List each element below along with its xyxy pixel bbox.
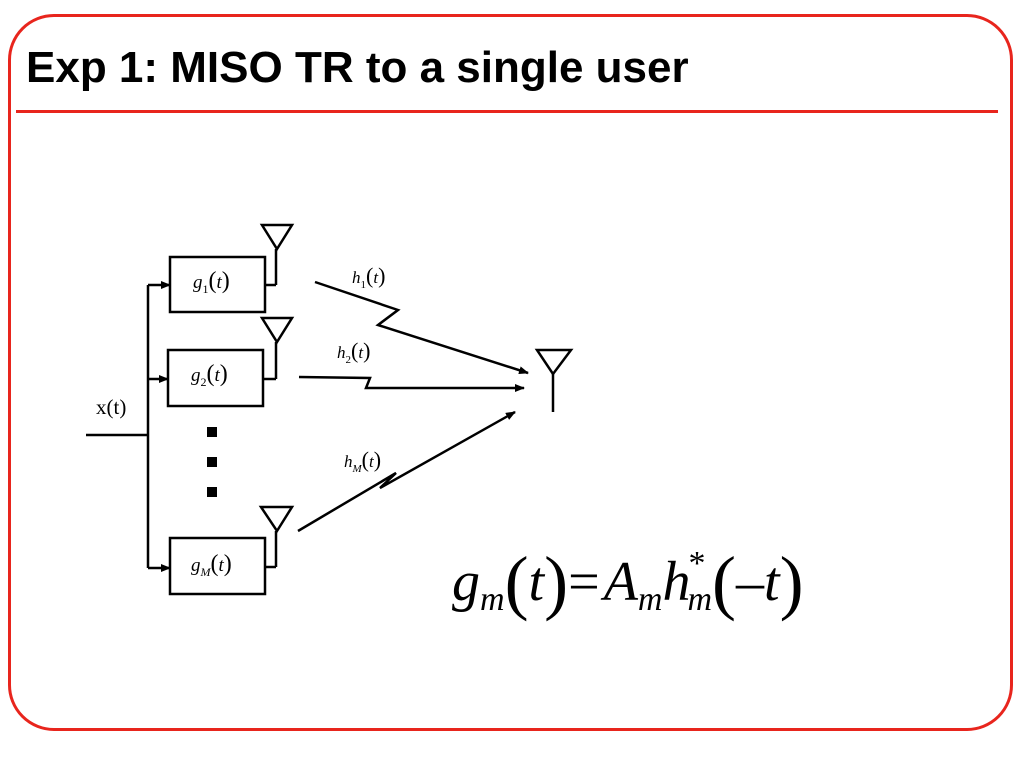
filter-2-sub: 2 bbox=[201, 375, 207, 389]
eq-amp-sub: m bbox=[638, 581, 663, 618]
filter-1-arg: t bbox=[217, 272, 223, 293]
channel-path-1 bbox=[314, 280, 529, 375]
channel-path-m bbox=[297, 410, 516, 533]
svg-text:g2(t): g2(t) bbox=[191, 361, 228, 389]
filter-1-sub: 1 bbox=[203, 282, 209, 296]
channel-1-sub: 1 bbox=[361, 279, 367, 291]
eq-rhs-arg: –t bbox=[735, 551, 781, 613]
eq-lhs-arg: t bbox=[529, 551, 546, 613]
channel-m-arg: t bbox=[369, 452, 375, 471]
svg-text:g1(t): g1(t) bbox=[193, 268, 230, 296]
channel-1-arg: t bbox=[373, 268, 379, 287]
eq-amp: A bbox=[600, 551, 639, 613]
vertical-dots-icon bbox=[207, 427, 217, 497]
filter-1-func: g bbox=[193, 272, 203, 293]
channel-paths bbox=[297, 280, 529, 533]
channel-m-sub: M bbox=[352, 463, 363, 475]
filter-block-1: g1(t) bbox=[168, 255, 267, 314]
channel-2-sub: 2 bbox=[346, 354, 352, 366]
tr-equation: gm(t)=Amh*m(–t) bbox=[452, 542, 804, 622]
tx-antenna-2 bbox=[259, 316, 295, 381]
input-label: x(t) bbox=[96, 395, 126, 419]
filter-m-func: g bbox=[191, 555, 201, 576]
filter-2-func: g bbox=[191, 365, 201, 386]
title-underline bbox=[16, 110, 998, 113]
filter-m-sub: M bbox=[200, 565, 212, 579]
channel-label-1: h1(t) bbox=[352, 263, 385, 291]
channel-m-func: h bbox=[344, 452, 353, 471]
tx-antenna-m bbox=[258, 505, 295, 569]
channel-2-func: h bbox=[337, 343, 346, 362]
filter-2-arg: t bbox=[215, 365, 221, 386]
channel-label-m: hM(t) bbox=[344, 447, 381, 475]
rx-antenna bbox=[534, 348, 574, 412]
filter-block-m: gM(t) bbox=[168, 536, 267, 596]
channel-path-2 bbox=[298, 375, 525, 392]
eq-rhs-func: h bbox=[662, 551, 690, 613]
input-bus bbox=[86, 281, 171, 572]
eq-lhs-func: g bbox=[452, 551, 480, 613]
filter-block-2: g2(t) bbox=[166, 348, 265, 408]
eq-equals: = bbox=[568, 551, 600, 613]
svg-text:gM(t): gM(t) bbox=[191, 551, 232, 579]
channel-label-2: h2(t) bbox=[337, 338, 370, 366]
slide-title: Exp 1: MISO TR to a single user bbox=[26, 43, 689, 92]
channel-1-func: h bbox=[352, 268, 361, 287]
eq-rhs-sup: * bbox=[688, 545, 705, 582]
slide-frame bbox=[8, 14, 1013, 731]
eq-rhs-sub: m bbox=[687, 581, 712, 618]
tx-antenna-1 bbox=[259, 223, 295, 287]
filter-m-arg: t bbox=[219, 555, 225, 576]
channel-2-arg: t bbox=[358, 343, 364, 362]
eq-lhs-sub: m bbox=[480, 581, 505, 618]
